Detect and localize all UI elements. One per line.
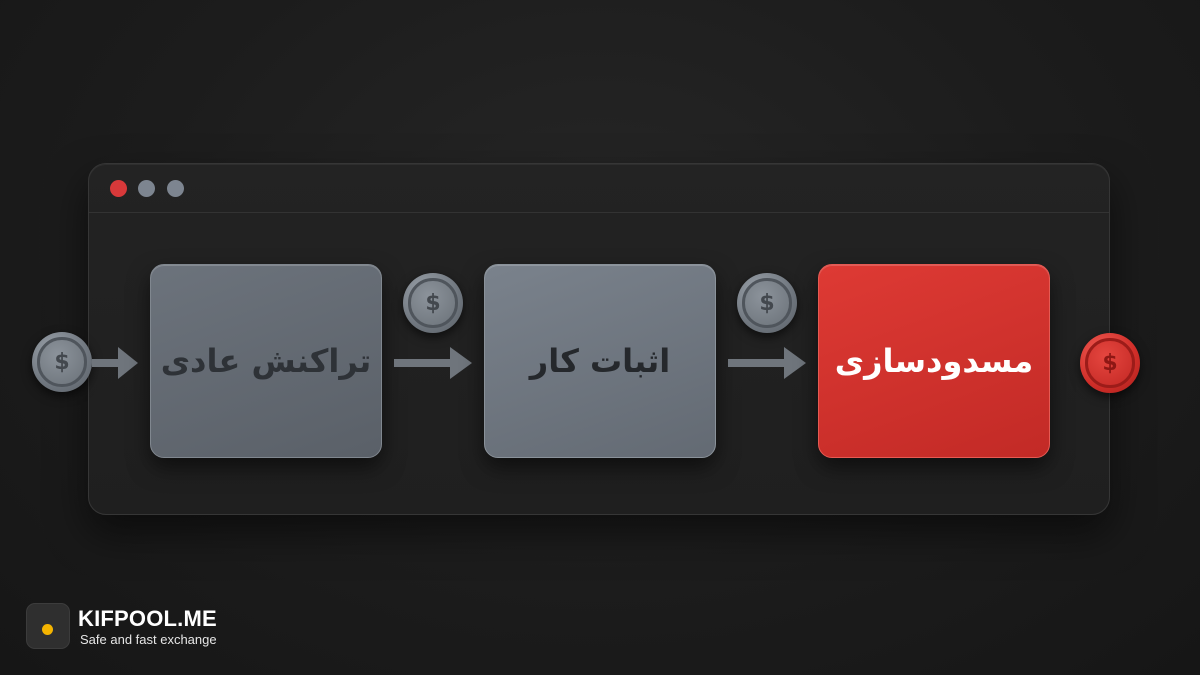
minimize-button[interactable] — [138, 180, 155, 197]
logo-dot — [42, 624, 53, 635]
window-titlebar — [89, 164, 1109, 213]
arrow-right-icon — [92, 347, 138, 379]
step-box-normal-transaction: تراکنش عادی — [150, 264, 382, 458]
close-button[interactable] — [110, 180, 127, 197]
step-label: تراکنش عادی — [160, 342, 372, 380]
dollar-coin-icon: $ — [32, 332, 92, 392]
coin-symbol: $ — [425, 290, 441, 316]
dollar-coin-icon: $ — [737, 273, 797, 333]
arrow-right-icon — [394, 347, 472, 379]
arrow-right-icon — [728, 347, 806, 379]
step-box-proof-of-work: اثبات کار — [484, 264, 716, 458]
coin-symbol: $ — [1102, 350, 1118, 376]
brand-name: KIFPOOL.ME — [78, 606, 217, 631]
step-label: اثبات کار — [529, 342, 671, 380]
wallet-logo-icon — [26, 603, 70, 649]
brand-tagline: Safe and fast exchange — [80, 632, 217, 647]
coin-symbol: $ — [759, 290, 775, 316]
dollar-coin-icon: $ — [1080, 333, 1140, 393]
dollar-coin-icon: $ — [403, 273, 463, 333]
coin-symbol: $ — [54, 349, 70, 375]
maximize-button[interactable] — [167, 180, 184, 197]
step-box-blocking: مسدودسازی — [818, 264, 1050, 458]
step-label: مسدودسازی — [834, 342, 1034, 380]
